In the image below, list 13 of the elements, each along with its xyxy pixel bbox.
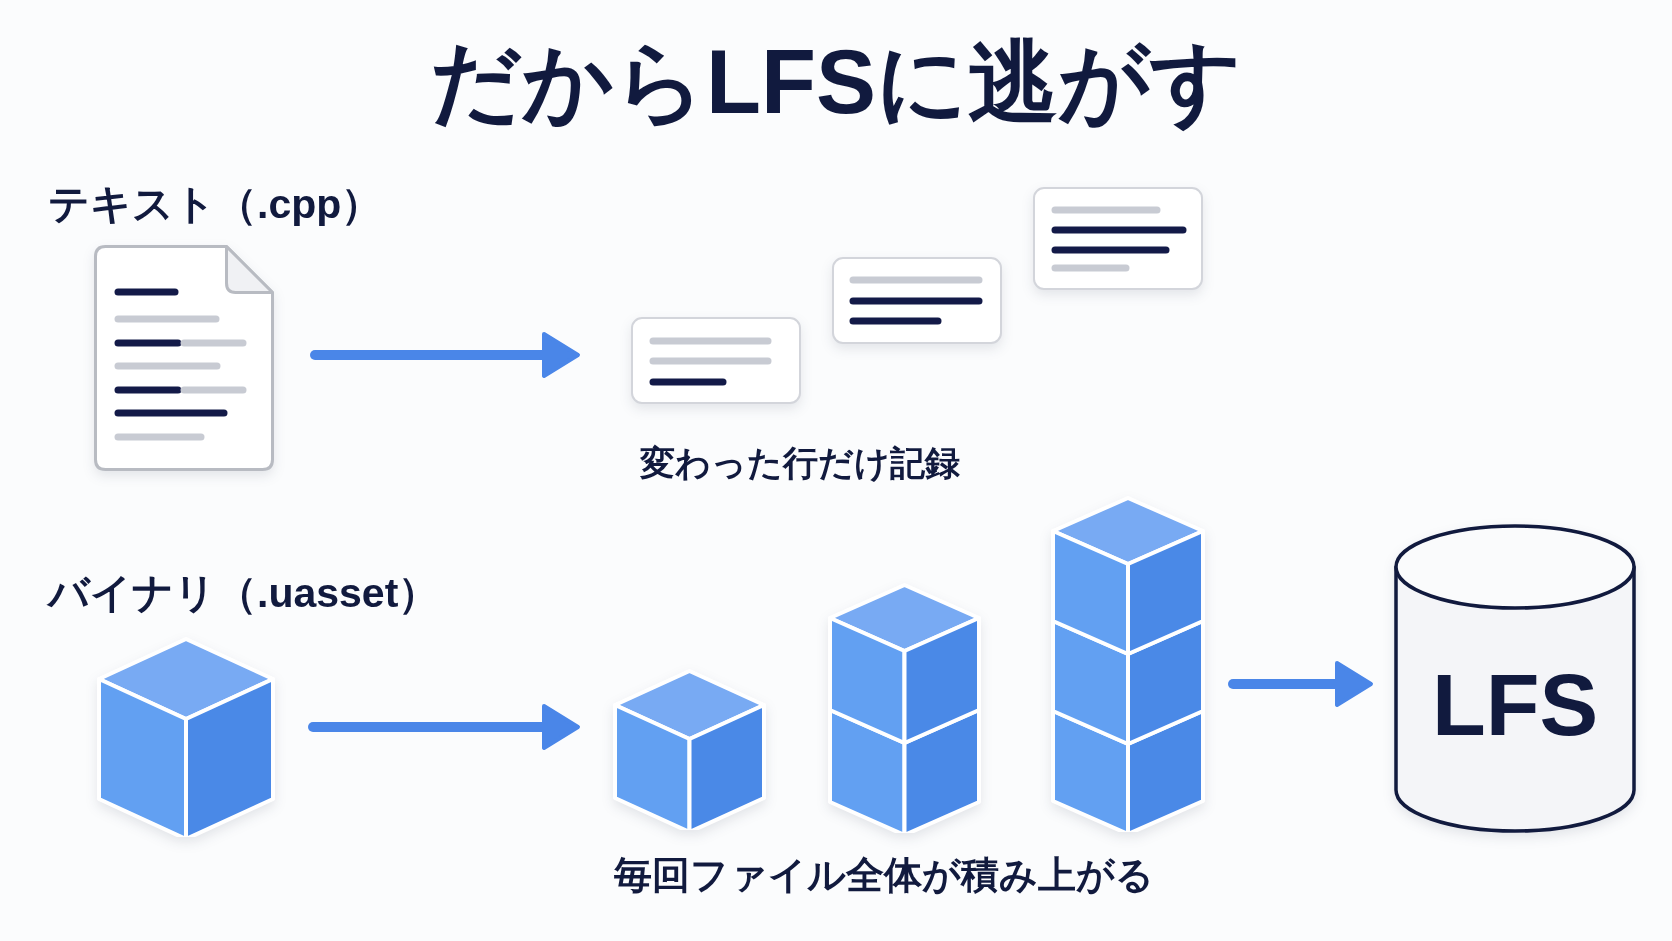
cylinder-label: LFS	[1431, 661, 1599, 749]
document-icon	[94, 245, 274, 471]
arrow	[310, 332, 580, 378]
caption: 変わった行だけ記録	[640, 445, 960, 480]
caption: 毎回ファイル全体が積み上がる	[614, 856, 1154, 894]
row-heading: テキスト（.cpp）	[48, 184, 383, 225]
database-cylinder	[1394, 524, 1636, 833]
row-heading: バイナリ（.uasset）	[48, 573, 440, 614]
text-card	[631, 317, 801, 404]
arrow	[308, 704, 580, 750]
arrow	[1228, 661, 1373, 707]
text-card	[1033, 187, 1203, 290]
text-card	[832, 257, 1002, 344]
